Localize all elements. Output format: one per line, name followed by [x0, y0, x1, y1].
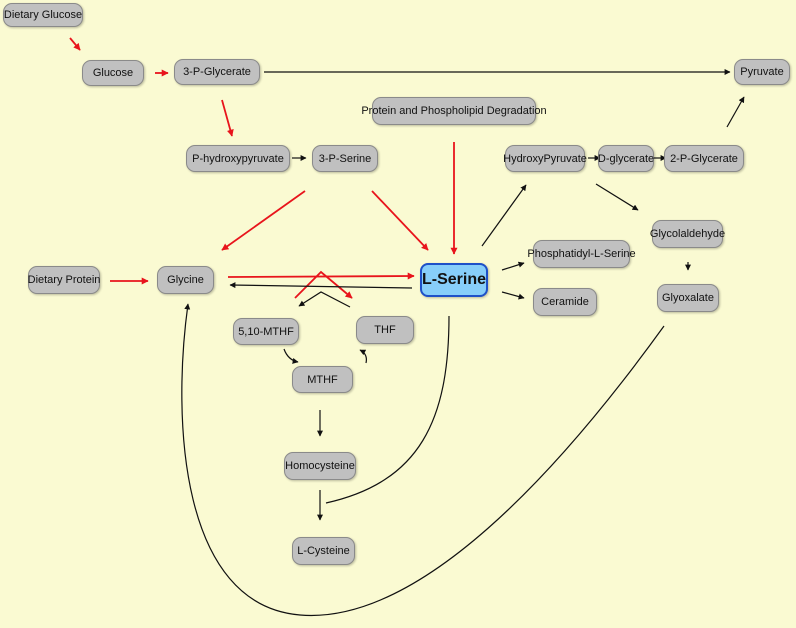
arrow-3-p-serine-to-l-serine: [371, 190, 429, 251]
arrow-3-p-serine-to-glycine: [221, 190, 306, 251]
node-p-hydroxypyruvate[interactable]: P-hydroxypyruvate: [186, 145, 290, 172]
node-mthf[interactable]: MTHF: [292, 366, 353, 393]
node-5-10-mthf[interactable]: 5,10-MTHF: [233, 318, 299, 345]
node-ceramide[interactable]: Ceramide: [533, 288, 597, 316]
arrow-dietary-glucose-to-glucose: [69, 37, 81, 51]
arrow-cross-to-5-10-mthf: [298, 291, 351, 308]
node-glyoxalate[interactable]: Glyoxalate: [657, 284, 719, 312]
arrow-l-serine-to-phosphatidyl-l-serine: [501, 261, 525, 271]
arrow-l-serine-to-hydroxypyruvate: [481, 184, 527, 247]
node-phosphatidyl-l-serine[interactable]: Phosphatidyl-L-Serine: [527, 240, 636, 268]
node-hydroxypyruvate[interactable]: HydroxyPyruvate: [503, 145, 587, 172]
arrow-hydroxypyruvate-to-glycolaldehyde: [595, 183, 639, 211]
arrow-l-serine-to-ceramide: [501, 291, 525, 300]
arrow-glyoxalate-to-glycine: [181, 303, 665, 616]
node-glycine[interactable]: Glycine: [157, 266, 214, 294]
node-homocysteine[interactable]: Homocysteine: [284, 452, 356, 480]
node-glycolaldehyde[interactable]: Glycolaldehyde: [650, 220, 725, 248]
node-dietary-glucose[interactable]: Dietary Glucose: [3, 3, 83, 27]
arrow-2-p-glycerate-to-pyruvate: [726, 96, 745, 128]
arrow-5-10-mthf-to-mthf: [283, 348, 299, 364]
arrow-l-serine-to-cysteine-link: [325, 315, 450, 504]
node-d-glycerate[interactable]: D-glycerate: [598, 145, 654, 172]
node-thf[interactable]: THF: [356, 316, 414, 344]
node-protein-phospholipid-degradation[interactable]: Protein and Phospholipid Degradation: [361, 97, 547, 125]
arrow-glycine-to-l-serine: [227, 272, 415, 280]
node-l-serine[interactable]: L-Serine: [420, 263, 488, 297]
node-l-cysteine[interactable]: L-Cysteine: [292, 537, 355, 565]
arrow-l-serine-to-glycine: [229, 282, 413, 289]
node-2-p-glycerate[interactable]: 2-P-Glycerate: [664, 145, 744, 172]
node-3-p-serine[interactable]: 3-P-Serine: [312, 145, 378, 172]
arrow-3-p-glycerate-to-p-hydroxypyruvate: [221, 99, 234, 137]
node-glucose[interactable]: Glucose: [82, 60, 144, 86]
arrow-serine-glycine-thf-cross: [294, 270, 353, 299]
node-3-p-glycerate[interactable]: 3-P-Glycerate: [174, 59, 260, 85]
node-dietary-protein[interactable]: Dietary Protein: [28, 266, 100, 294]
arrow-mthf-to-thf: [359, 349, 367, 364]
node-pyruvate[interactable]: Pyruvate: [734, 59, 790, 85]
